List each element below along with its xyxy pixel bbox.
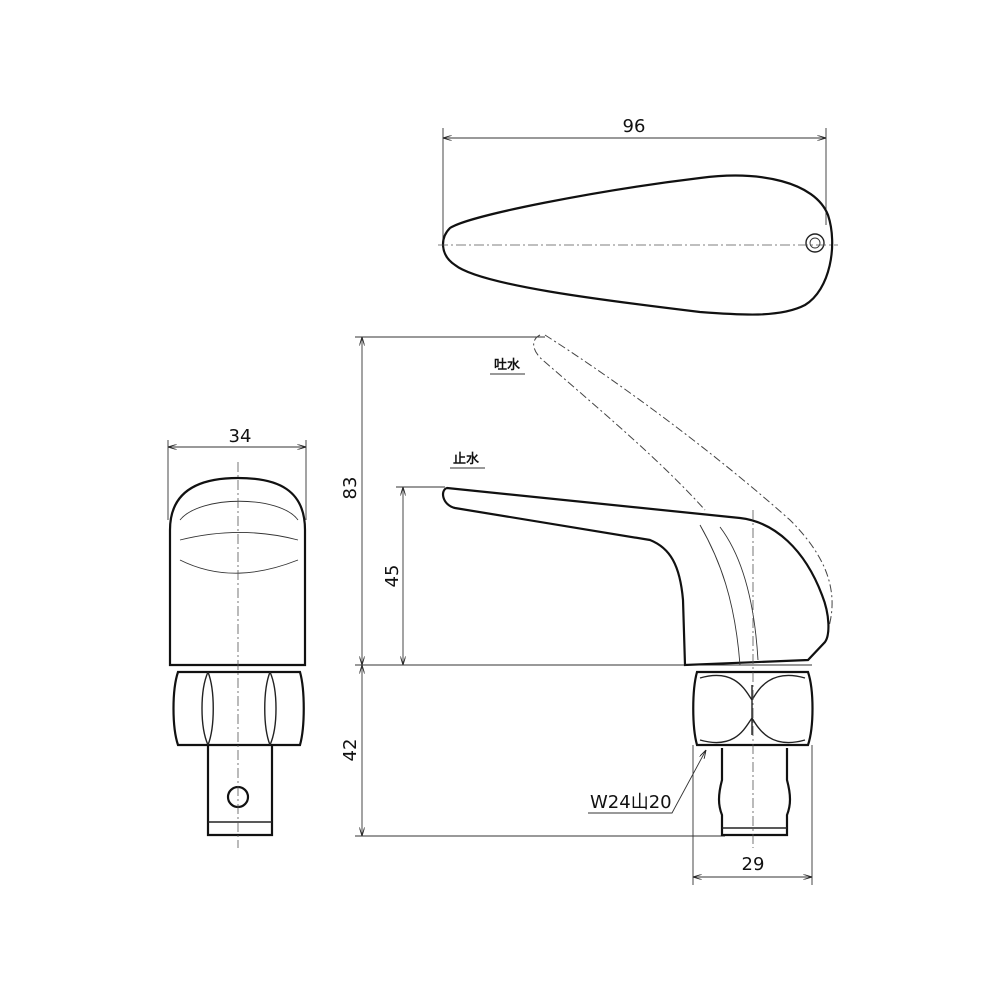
lever-open-position bbox=[533, 334, 833, 631]
thread-spec-label: W24山20 bbox=[590, 792, 672, 813]
hex-nut bbox=[172, 670, 305, 747]
top-view: 96 bbox=[438, 116, 838, 316]
handle-cap bbox=[168, 476, 307, 667]
front-view: 34 bbox=[167, 426, 307, 848]
lever-closed bbox=[441, 486, 830, 667]
label-open-position: 吐水 bbox=[494, 357, 521, 373]
screw-hole bbox=[805, 233, 825, 253]
dim-label-45: 45 bbox=[382, 565, 403, 588]
dim-label-42: 42 bbox=[340, 739, 361, 762]
dim-label-29: 29 bbox=[742, 854, 765, 875]
spindle-side bbox=[717, 748, 792, 837]
handle-top-outline bbox=[442, 174, 834, 316]
label-closed-position: 止水 bbox=[453, 451, 480, 467]
hex-nut-side bbox=[692, 670, 814, 747]
side-view: 83 45 42 吐水 止水 29 W24山20 bbox=[340, 334, 833, 885]
dim-label-83: 83 bbox=[340, 477, 361, 500]
thread-leader-line bbox=[588, 750, 706, 814]
dim-label-96: 96 bbox=[623, 116, 646, 137]
spindle bbox=[206, 745, 274, 837]
dim-label-34: 34 bbox=[229, 426, 252, 447]
